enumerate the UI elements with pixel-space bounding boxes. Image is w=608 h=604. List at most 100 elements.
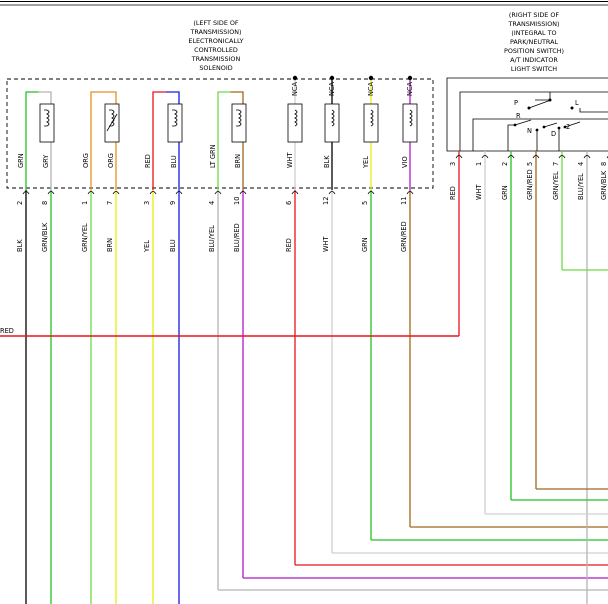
switch-wire-label-3: GRN/RED xyxy=(526,169,534,200)
connector-chevron-5 xyxy=(175,191,183,195)
pin-number-5: 9 xyxy=(169,201,177,205)
pin-number-0: 2 xyxy=(16,201,24,205)
switch-chevron-0 xyxy=(455,155,463,159)
pin-wire-label-8: RED xyxy=(285,238,293,252)
pin-number-6: 4 xyxy=(208,201,216,205)
connector-chevron-0 xyxy=(22,191,30,195)
connector-chevron-8 xyxy=(291,191,299,195)
top-wire-label-5: BLU xyxy=(170,155,178,168)
top-wire-label-7: BRN xyxy=(234,154,242,168)
switch-pin-number-3: 5 xyxy=(526,162,534,166)
switch-pos-2: 2 xyxy=(566,123,570,131)
pin-wire-label-1: GRN/BLK xyxy=(41,222,49,252)
right-caption-line-2: TRANSMISSION) xyxy=(508,20,560,28)
connector-chevron-4 xyxy=(149,191,157,195)
switch-pin-number-0: 3 xyxy=(449,162,457,166)
coil-winding-2 xyxy=(172,109,178,127)
top-wire-label-10: YEL xyxy=(362,156,370,169)
pin-wire-label-7: BLU/RED xyxy=(233,223,241,252)
nca-coil-10 xyxy=(363,103,379,143)
solenoid-box xyxy=(6,78,434,189)
nca-coil-winding-8 xyxy=(294,109,298,127)
top-wire-label-9: BLK xyxy=(323,155,331,168)
pin-number-1: 8 xyxy=(41,201,49,205)
top-wire-label-11: VIO xyxy=(401,156,409,168)
pin-number-8: 6 xyxy=(285,201,293,205)
top-wire-label-4: RED xyxy=(144,154,152,168)
connector-chevron-3 xyxy=(112,191,120,195)
switch-chevron-4 xyxy=(558,155,566,159)
switch-chevron-1 xyxy=(481,155,489,159)
right-caption-line-7: LIGHT SWITCH xyxy=(511,65,557,73)
pin-wire-label-4: YEL xyxy=(143,240,151,253)
top-wire-label-6: LT GRN xyxy=(209,144,217,168)
solenoid-wire-3 xyxy=(103,91,117,190)
top-wire-label-0: GRN xyxy=(17,153,25,168)
nca-label-10: NCA xyxy=(367,81,375,96)
left-caption-line-6: SOLENOID xyxy=(199,64,232,72)
nca-coil-9 xyxy=(324,103,340,143)
switch-pin-number-1: 1 xyxy=(475,162,483,166)
pin-wire-label-11: GRN/RED xyxy=(400,221,408,252)
left-caption-line-4: CONTROLLED xyxy=(194,46,238,54)
switch-pos-l: L xyxy=(575,99,579,107)
right-caption-line-4: PARK/NEUTRAL xyxy=(510,38,559,46)
switch-wire-label-4: GRN/YEL xyxy=(552,171,560,200)
switch-chevron-2 xyxy=(507,155,515,159)
pin-wire-label-2: GRN/YEL xyxy=(81,223,89,252)
solenoid-coil-0 xyxy=(39,103,55,143)
solenoid-wire-7 xyxy=(230,91,244,190)
pin-number-9: 12 xyxy=(322,197,330,205)
switch-wire-label-0: RED xyxy=(449,186,457,200)
pin-labels: BLK2GRN/BLK8GRN/YEL1BRN7YEL3BLU9BLU/YEL4… xyxy=(16,162,608,253)
switch-pos-n: N xyxy=(527,127,532,135)
nca-terminal-8 xyxy=(292,75,298,81)
left-caption-line-2: TRANSMISSION) xyxy=(190,28,242,36)
nca-label-8: NCA xyxy=(291,81,299,96)
nca-coil-winding-11 xyxy=(409,109,413,127)
switch-pos-r: R xyxy=(516,112,521,120)
pin-number-10: 5 xyxy=(361,201,369,205)
solenoid-coils xyxy=(39,103,247,143)
pin-wire-label-10: GRN xyxy=(361,237,369,252)
top-wire-label-1: GRY xyxy=(42,154,50,168)
left-caption-line-3: ELECTRONICALLY xyxy=(188,37,243,45)
pin-wire-label-6: BLU/YEL xyxy=(208,225,216,252)
solenoid-wire-5 xyxy=(166,91,180,190)
switch-wire-label-6: GRN/BLK xyxy=(600,170,608,200)
switch-wire-label-5: BLU/YEL xyxy=(577,173,585,200)
pin-number-3: 7 xyxy=(106,201,114,205)
switch-pin-number-4: 7 xyxy=(552,162,560,166)
connector-chevron-2 xyxy=(87,191,95,195)
coil-winding-3 xyxy=(236,109,242,127)
left-caption-line-5: TRANSMISSION xyxy=(191,55,241,63)
switch-pin-number-5: 4 xyxy=(577,162,585,166)
harness-wires xyxy=(0,151,608,604)
nca-coil-11 xyxy=(402,103,418,143)
left-caption-line-1: (LEFT SIDE OF xyxy=(193,19,239,27)
coil-variable-arrow xyxy=(106,113,118,132)
nca-terminal-11 xyxy=(407,75,413,81)
right-caption-line-3: (INTEGRAL TO xyxy=(511,29,556,37)
nca-label-9: NCA xyxy=(328,81,336,96)
top-wire-label-8: WHT xyxy=(286,152,294,168)
right-caption-line-6: A/T INDICATOR xyxy=(510,56,558,64)
connector-chevron-11 xyxy=(406,191,414,195)
nca-label-11: NCA xyxy=(406,81,414,96)
coil-winding-0 xyxy=(44,109,50,127)
nca-coil-8 xyxy=(287,103,303,143)
right-caption-line-1: (RIGHT SIDE OF xyxy=(509,11,559,19)
nca-coil-winding-10 xyxy=(370,109,374,127)
solenoid-wire-4 xyxy=(152,91,166,190)
pin-number-7: 10 xyxy=(233,197,241,205)
connector-chevron-7 xyxy=(239,191,247,195)
connector-chevron-1 xyxy=(47,191,55,195)
nca-connectors: NCA NCA NCA NCA xyxy=(287,75,418,190)
nca-coil-winding-9 xyxy=(331,109,335,127)
connector-chevron-6 xyxy=(214,191,222,195)
nca-terminal-10 xyxy=(368,75,374,81)
pin-wire-label-3: BRN xyxy=(106,238,114,252)
pin-number-2: 1 xyxy=(81,201,89,205)
